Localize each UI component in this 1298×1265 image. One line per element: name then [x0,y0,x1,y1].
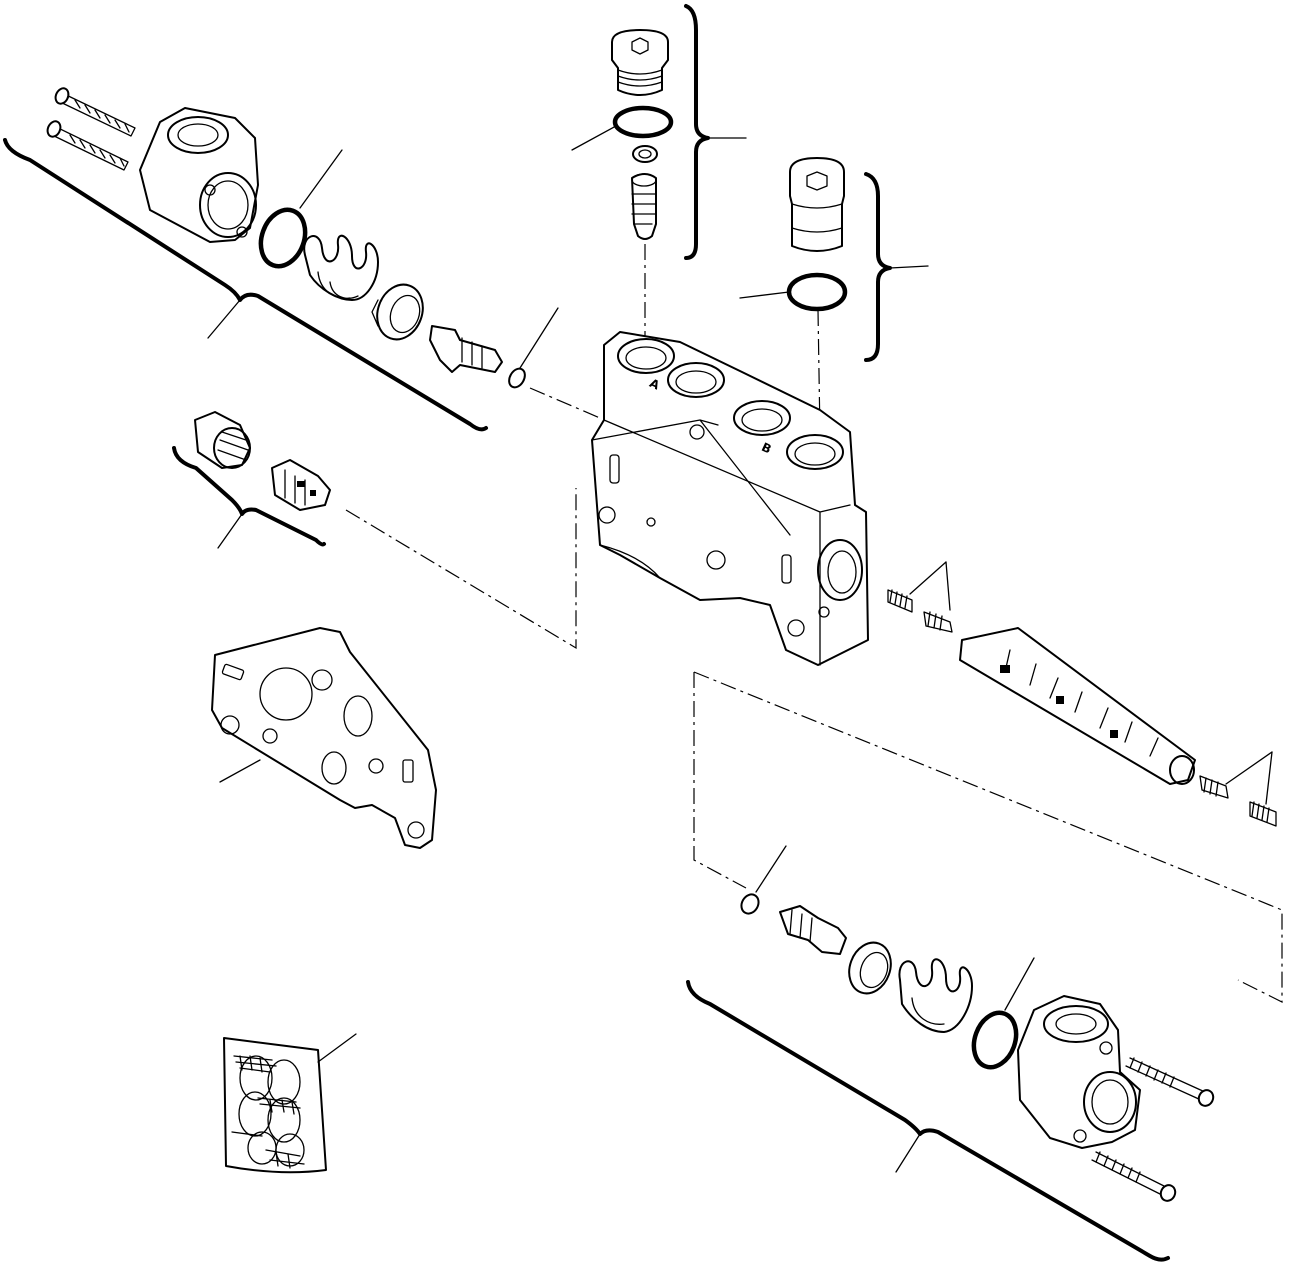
plug-left [194,411,251,469]
port-b [786,434,844,470]
relief-valve-b-group [739,157,929,436]
spring-seat-left [371,283,424,341]
spool-bore-side [817,539,863,601]
slot-left [609,454,620,484]
spool-detent-spring-a [887,589,913,613]
o-ring-right-large [971,1010,1019,1070]
o-ring-relief-a [612,105,674,139]
relief-a-washer [632,145,658,163]
bolt-hole-5 [787,619,805,637]
bracket-relief-b [864,172,892,362]
end-cap-right [1017,995,1141,1149]
cap-bolt-right-lower [1091,1151,1177,1202]
o-ring-left-large [258,207,308,269]
cap-bolt-upper [54,87,136,137]
leader-small-o-ring-left [519,307,559,369]
valve-section-body: A B [591,331,869,666]
cap-bolt-right-upper [1125,1057,1215,1107]
leader-o-ring-relief-b [739,291,790,299]
axis-right-cap-lower [693,671,1283,1003]
assembly-axes [345,387,1283,1003]
leader-plug-check [217,513,243,549]
cap-bolt-lower [46,120,129,171]
relief-valve-a-group [571,4,747,340]
leader-small-o-ring-right [755,845,787,893]
bolt-hole-2 [598,506,616,524]
axis-plug-check [345,488,577,650]
axis-left-cap [529,387,601,419]
spring-left [303,234,379,301]
spool-detent-plug-b [1199,775,1229,799]
seal-kit-bag [223,1033,357,1174]
leader-detent-a [909,561,947,595]
right-cap-group [686,845,1215,1262]
bolt-hole-1 [689,424,705,440]
bracket-relief-a [684,4,710,260]
spool-end-left [429,325,503,373]
left-cap-group [3,87,559,432]
leader-o-ring-right [1004,957,1035,1011]
leader-left-top-bracket [207,299,241,339]
port-2 [667,362,725,398]
bolt-hole-4 [706,550,726,570]
leader-seal-kit [317,1033,357,1063]
main-spool [959,627,1196,785]
leader-detent-d [1265,751,1273,805]
relief-a-cap-plug [611,29,669,96]
port-a [617,338,675,374]
leader-bracket-relief-b [889,265,929,269]
spool-end-right [779,905,847,955]
port-3 [733,400,791,436]
spool-assembly [887,561,1277,827]
leader-o-ring-left [299,149,343,209]
check-valve-left [271,459,331,511]
leader-right-bottom-bracket [895,1133,921,1173]
axis-relief-b [817,309,821,436]
relief-b-cartridge [789,157,845,252]
slot-right [781,554,792,584]
spring-right [898,958,973,1033]
axis-right-cap-upper [693,672,747,889]
leader-detent-c [1225,751,1273,785]
leader-gasket [219,759,261,783]
end-cap-left [139,107,259,243]
bolt-hole-6 [818,606,830,618]
leader-o-ring-relief-a [571,125,617,151]
spool-detent-plug-a [923,611,953,633]
spool-detent-spring-b [1249,801,1277,827]
bolt-hole-3 [646,517,656,527]
small-o-ring-right [740,893,760,915]
spring-seat-right [848,941,892,995]
small-o-ring-left [508,367,526,389]
plug-check-group [172,411,331,549]
relief-a-poppet [631,173,657,240]
o-ring-relief-b [786,272,848,312]
gasket [211,627,437,849]
leader-detent-b [945,561,951,611]
